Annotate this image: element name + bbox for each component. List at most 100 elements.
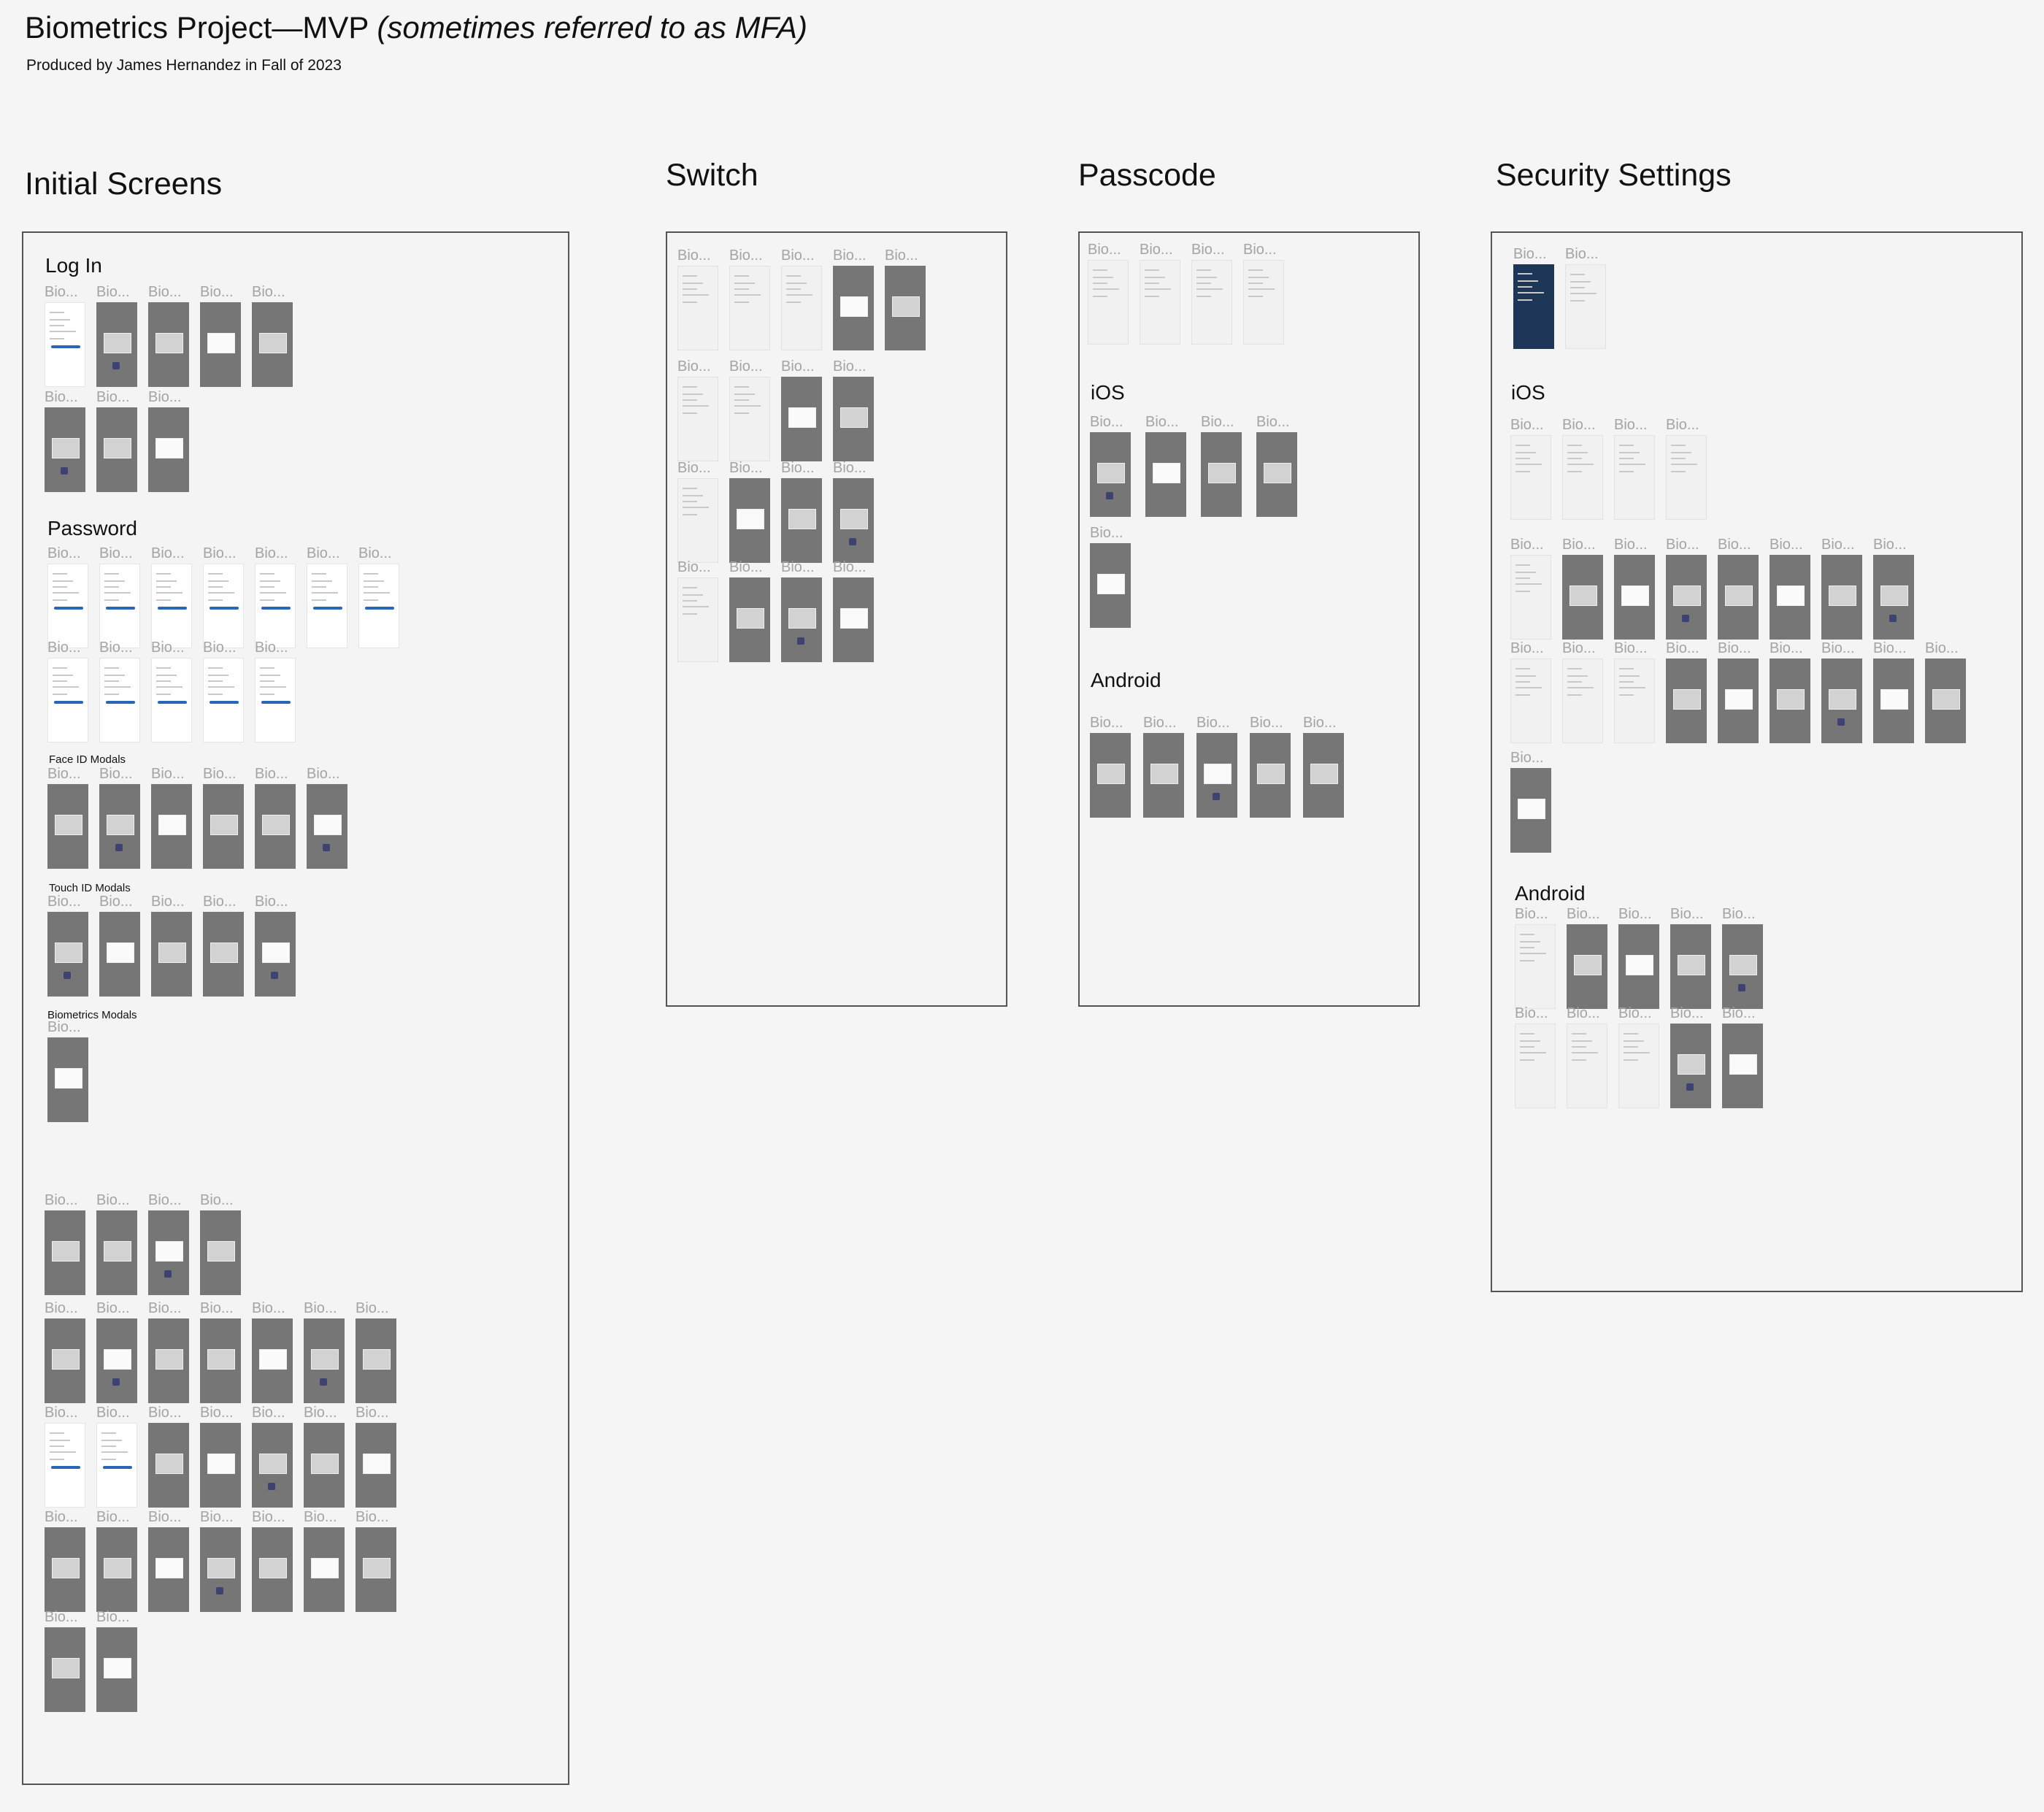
- frame-thumbnail-initial-more[interactable]: Bio...: [200, 1510, 241, 1612]
- frame-thumbnail-passcode-ios[interactable]: Bio...: [1090, 415, 1131, 517]
- frame-thumbnail-security-ios[interactable]: Bio...: [1873, 537, 1914, 640]
- frame-thumbnail-security-ios[interactable]: Bio...: [1821, 641, 1862, 743]
- frame-thumbnail-initial-more[interactable]: Bio...: [45, 1405, 85, 1508]
- frame-thumbnail-touchid[interactable]: Bio...: [203, 894, 244, 997]
- frame-thumbnail-login[interactable]: Bio...: [148, 285, 189, 387]
- frame-thumbnail-passcode-android[interactable]: Bio...: [1250, 715, 1291, 818]
- frame-thumbnail-switch[interactable]: Bio...: [885, 248, 926, 350]
- frame-thumbnail-faceid[interactable]: Bio...: [255, 767, 296, 869]
- frame-thumbnail-password[interactable]: Bio...: [47, 546, 88, 648]
- frame-thumbnail-passcode[interactable]: Bio...: [1243, 242, 1284, 345]
- frame-thumbnail-password[interactable]: Bio...: [151, 640, 192, 742]
- frame-thumbnail-initial-more[interactable]: Bio...: [148, 1193, 189, 1295]
- frame-thumbnail-security-ios[interactable]: Bio...: [1873, 641, 1914, 743]
- frame-thumbnail-switch[interactable]: Bio...: [833, 560, 874, 662]
- frame-thumbnail-security-ios[interactable]: Bio...: [1614, 537, 1655, 640]
- frame-thumbnail-security-ios[interactable]: Bio...: [1510, 641, 1551, 743]
- frame-thumbnail-security-ios[interactable]: Bio...: [1666, 641, 1707, 743]
- frame-thumbnail-security-ios[interactable]: Bio...: [1562, 537, 1603, 640]
- frame-thumbnail-switch[interactable]: Bio...: [833, 461, 874, 563]
- frame-thumbnail-passcode-android[interactable]: Bio...: [1143, 715, 1184, 818]
- frame-thumbnail-security-android[interactable]: Bio...: [1722, 1006, 1763, 1108]
- frame-thumbnail-switch[interactable]: Bio...: [677, 248, 718, 350]
- frame-thumbnail-password[interactable]: Bio...: [47, 640, 88, 742]
- frame-thumbnail-security-ios[interactable]: Bio...: [1666, 537, 1707, 640]
- frame-thumbnail-initial-more[interactable]: Bio...: [200, 1405, 241, 1508]
- frame-thumbnail-security-android[interactable]: Bio...: [1670, 1006, 1711, 1108]
- frame-thumbnail-touchid[interactable]: Bio...: [151, 894, 192, 997]
- frame-thumbnail-login[interactable]: Bio...: [148, 390, 189, 492]
- frame-thumbnail-initial-more[interactable]: Bio...: [200, 1301, 241, 1403]
- frame-thumbnail-initial-more[interactable]: Bio...: [304, 1301, 345, 1403]
- frame-thumbnail-security-android[interactable]: Bio...: [1515, 907, 1556, 1009]
- frame-thumbnail-passcode-android[interactable]: Bio...: [1196, 715, 1237, 818]
- frame-thumbnail-security-android[interactable]: Bio...: [1567, 907, 1607, 1009]
- frame-thumbnail-passcode-ios[interactable]: Bio...: [1201, 415, 1242, 517]
- frame-thumbnail-initial-more[interactable]: Bio...: [96, 1610, 137, 1712]
- frame-thumbnail-security-ios[interactable]: Bio...: [1925, 641, 1966, 743]
- frame-thumbnail-security-android[interactable]: Bio...: [1618, 1006, 1659, 1108]
- frame-thumbnail-security-ios[interactable]: Bio...: [1562, 641, 1603, 743]
- frame-thumbnail-passcode-android[interactable]: Bio...: [1090, 715, 1131, 818]
- frame-thumbnail-initial-more[interactable]: Bio...: [148, 1510, 189, 1612]
- frame-thumbnail-security-ios[interactable]: Bio...: [1666, 418, 1707, 520]
- frame-thumbnail-login[interactable]: Bio...: [252, 285, 293, 387]
- frame-thumbnail-bio[interactable]: Bio...: [47, 1020, 88, 1122]
- frame-thumbnail-password[interactable]: Bio...: [203, 640, 244, 742]
- frame-thumbnail-login[interactable]: Bio...: [45, 390, 85, 492]
- frame-thumbnail-passcode-ios[interactable]: Bio...: [1145, 415, 1186, 517]
- frame-thumbnail-initial-more[interactable]: Bio...: [96, 1510, 137, 1612]
- frame-thumbnail-passcode[interactable]: Bio...: [1191, 242, 1232, 345]
- frame-thumbnail-security[interactable]: Bio...: [1565, 247, 1606, 349]
- frame-thumbnail-initial-more[interactable]: Bio...: [252, 1510, 293, 1612]
- frame-thumbnail-security-ios[interactable]: Bio...: [1718, 537, 1759, 640]
- frame-thumbnail-passcode[interactable]: Bio...: [1088, 242, 1129, 345]
- frame-thumbnail-initial-more[interactable]: Bio...: [96, 1193, 137, 1295]
- frame-thumbnail-initial-more[interactable]: Bio...: [45, 1301, 85, 1403]
- frame-thumbnail-switch[interactable]: Bio...: [781, 461, 822, 563]
- frame-thumbnail-password[interactable]: Bio...: [255, 546, 296, 648]
- frame-thumbnail-faceid[interactable]: Bio...: [47, 767, 88, 869]
- frame-thumbnail-touchid[interactable]: Bio...: [99, 894, 140, 997]
- frame-thumbnail-switch[interactable]: Bio...: [781, 248, 822, 350]
- frame-thumbnail-security-ios[interactable]: Bio...: [1821, 537, 1862, 640]
- frame-thumbnail-login[interactable]: Bio...: [96, 285, 137, 387]
- frame-thumbnail-switch[interactable]: Bio...: [729, 248, 770, 350]
- frame-thumbnail-security[interactable]: Bio...: [1513, 247, 1554, 349]
- frame-thumbnail-security-ios[interactable]: Bio...: [1510, 418, 1551, 520]
- frame-thumbnail-initial-more[interactable]: Bio...: [304, 1405, 345, 1508]
- frame-thumbnail-password[interactable]: Bio...: [307, 546, 347, 648]
- frame-thumbnail-initial-more[interactable]: Bio...: [252, 1405, 293, 1508]
- frame-thumbnail-initial-more[interactable]: Bio...: [45, 1510, 85, 1612]
- frame-thumbnail-switch[interactable]: Bio...: [677, 359, 718, 461]
- frame-thumbnail-faceid[interactable]: Bio...: [203, 767, 244, 869]
- frame-thumbnail-switch[interactable]: Bio...: [833, 248, 874, 350]
- frame-thumbnail-login[interactable]: Bio...: [200, 285, 241, 387]
- frame-thumbnail-faceid[interactable]: Bio...: [99, 767, 140, 869]
- frame-thumbnail-passcode[interactable]: Bio...: [1140, 242, 1180, 345]
- frame-thumbnail-initial-more[interactable]: Bio...: [252, 1301, 293, 1403]
- frame-thumbnail-security-ios[interactable]: Bio...: [1770, 537, 1810, 640]
- frame-thumbnail-touchid[interactable]: Bio...: [255, 894, 296, 997]
- frame-thumbnail-initial-more[interactable]: Bio...: [148, 1405, 189, 1508]
- frame-thumbnail-initial-more[interactable]: Bio...: [45, 1193, 85, 1295]
- frame-thumbnail-switch[interactable]: Bio...: [729, 560, 770, 662]
- frame-thumbnail-login[interactable]: Bio...: [45, 285, 85, 387]
- frame-thumbnail-password[interactable]: Bio...: [255, 640, 296, 742]
- frame-thumbnail-initial-more[interactable]: Bio...: [356, 1510, 396, 1612]
- frame-thumbnail-initial-more[interactable]: Bio...: [356, 1405, 396, 1508]
- frame-thumbnail-switch[interactable]: Bio...: [781, 560, 822, 662]
- frame-thumbnail-faceid[interactable]: Bio...: [151, 767, 192, 869]
- frame-thumbnail-initial-more[interactable]: Bio...: [96, 1301, 137, 1403]
- frame-thumbnail-security-ios[interactable]: Bio...: [1562, 418, 1603, 520]
- frame-thumbnail-security-ios[interactable]: Bio...: [1510, 750, 1551, 853]
- frame-thumbnail-switch[interactable]: Bio...: [729, 359, 770, 461]
- frame-thumbnail-password[interactable]: Bio...: [99, 640, 140, 742]
- frame-thumbnail-password[interactable]: Bio...: [358, 546, 399, 648]
- frame-thumbnail-security-android[interactable]: Bio...: [1618, 907, 1659, 1009]
- frame-thumbnail-touchid[interactable]: Bio...: [47, 894, 88, 997]
- frame-thumbnail-security-android[interactable]: Bio...: [1567, 1006, 1607, 1108]
- frame-thumbnail-passcode-ios[interactable]: Bio...: [1090, 526, 1131, 628]
- frame-thumbnail-security-ios[interactable]: Bio...: [1614, 418, 1655, 520]
- frame-thumbnail-initial-more[interactable]: Bio...: [96, 1405, 137, 1508]
